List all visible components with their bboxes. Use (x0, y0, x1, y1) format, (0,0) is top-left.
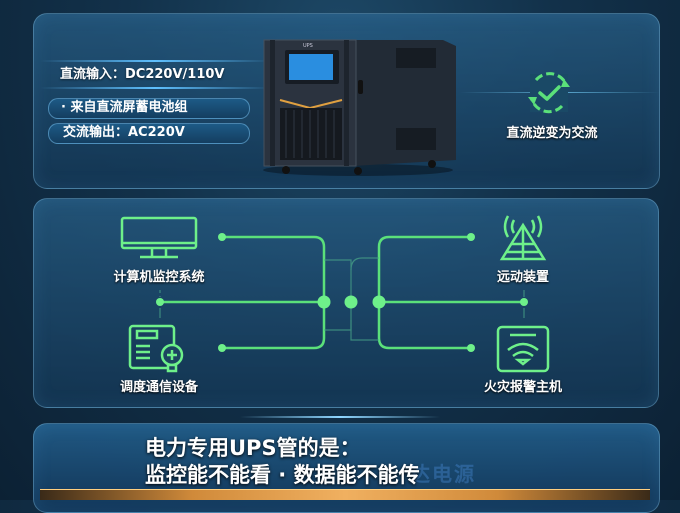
hub-dot (317, 295, 331, 309)
radio-tower-icon (499, 215, 547, 261)
touch-screen (289, 54, 333, 80)
glow-line (40, 87, 270, 89)
orange-accent-strip (40, 489, 650, 500)
hub-dot (344, 295, 358, 309)
connection-diagram (120, 215, 550, 373)
device-label-dispatch-communication: 调度通信设备 (119, 380, 199, 395)
connector-dot (467, 344, 475, 352)
ups-cabinet-image: UPS (263, 39, 456, 176)
right-connector-line (377, 235, 471, 350)
connector-dot (218, 344, 226, 352)
connector-dot (520, 298, 528, 306)
hub-dot (372, 295, 386, 309)
connector-dot (467, 233, 475, 241)
inverter-check-icon (528, 72, 570, 114)
dc-input-label: 直流输入：DC220V/110V (60, 67, 225, 82)
device-label-telecontrol: 远动装置 (496, 270, 550, 285)
document-device-icon (128, 324, 184, 373)
cabinet-brand: UPS (303, 43, 313, 49)
summary-line-2: 监控能不能看 · 数据能不能传 (145, 463, 420, 487)
glow-line (40, 60, 270, 62)
glow-line (240, 416, 440, 418)
summary-headline: 电力专用UPS管的是： 监控能不能看 · 数据能不能传 (145, 435, 420, 489)
battery-source-pill: · 来自直流屏蓄电池组 (48, 98, 250, 119)
device-label-fire-alarm: 火灾报警主机 (483, 380, 563, 395)
ac-output-pill: 交流输出：AC220V (48, 123, 250, 144)
connector-dot (218, 233, 226, 241)
watermark-logo: 达电源 (410, 462, 476, 486)
monitor-icon (120, 216, 198, 259)
inverter-caption: 直流逆变为交流 (506, 126, 598, 141)
summary-line-1: 电力专用UPS管的是： (145, 436, 361, 460)
connector-dot (156, 298, 164, 306)
fire-alarm-panel-icon (496, 325, 550, 373)
left-connector-line (222, 235, 326, 350)
device-label-computer-monitoring: 计算机监控系统 (113, 270, 205, 285)
